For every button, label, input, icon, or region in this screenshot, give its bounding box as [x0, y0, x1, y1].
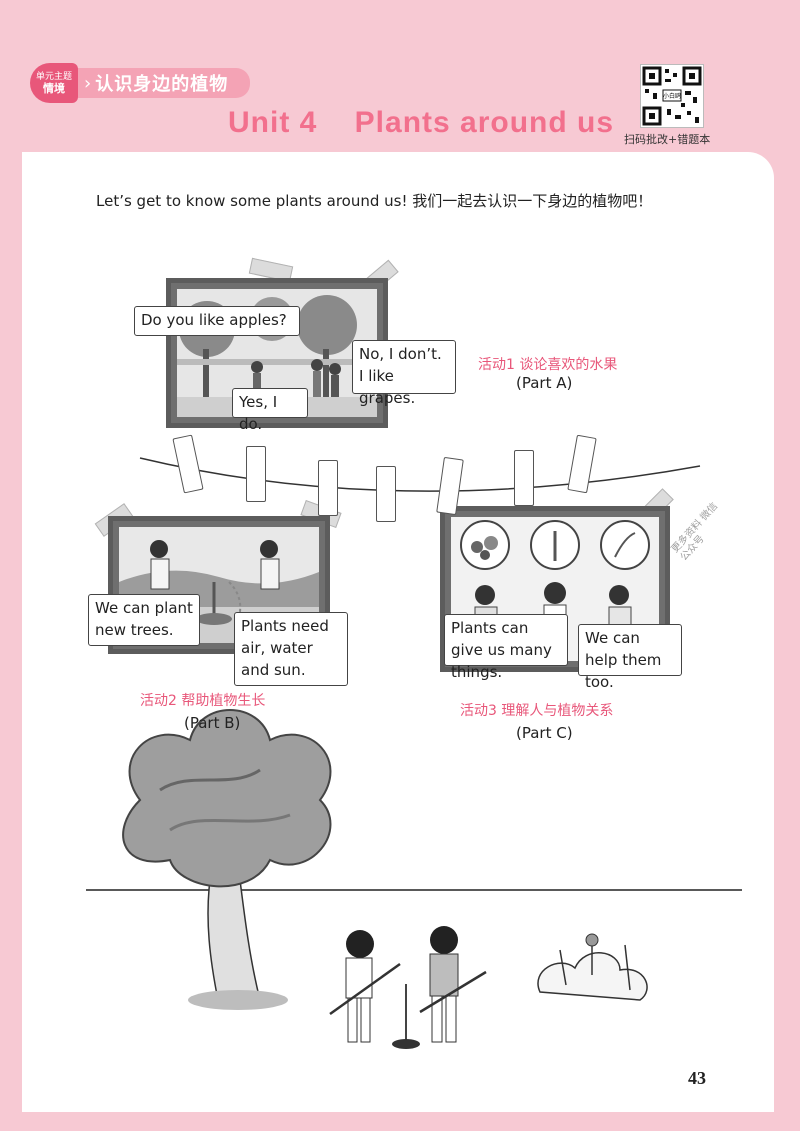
speech-bubble: No, I don’t. I like grapes. — [352, 340, 456, 407]
speech-bubble: Yes, I do. — [232, 388, 308, 433]
activity-3-label: 活动3 理解人与植物关系 — [460, 703, 614, 719]
qr-code[interactable]: 小白鸥 — [640, 64, 704, 128]
chevron-right-icon: › — [84, 72, 92, 94]
activity-2-label: 活动2 帮助植物生长 — [140, 693, 266, 709]
unit-title: Unit 4 Plants around us — [228, 106, 615, 139]
badge-line1: 单元主题 — [35, 72, 72, 82]
speech-bubble: Do you like apples? — [134, 306, 300, 336]
qr-inner-text: 小白鸥 — [663, 92, 681, 100]
theme-banner: › 认识身边的植物 — [78, 68, 250, 98]
page-number: 43 — [688, 1068, 706, 1088]
qr-label: 扫码批改+错题本 — [624, 133, 711, 146]
clothes-peg — [514, 450, 534, 506]
badge-line2: 情境 — [43, 82, 65, 95]
speech-bubble: We can plant new trees. — [88, 594, 200, 646]
clothes-peg — [246, 446, 266, 502]
activity-1-label: 活动1 谈论喜欢的水果 — [478, 357, 618, 373]
clothes-peg — [318, 460, 338, 516]
speech-bubble: We can help them too. — [578, 624, 682, 691]
activity-3-part: (Part C) — [516, 724, 573, 742]
activity-1-part: (Part A) — [516, 374, 573, 392]
unit-theme-badge: 单元主题 情境 — [30, 63, 78, 103]
intro-text: Let’s get to know some plants around us!… — [96, 192, 653, 210]
speech-bubble: Plants need air, water and sun. — [234, 612, 348, 686]
activity-2-part: (Part B) — [184, 714, 241, 732]
theme-title: 认识身边的植物 — [95, 74, 229, 95]
clothes-peg — [376, 466, 396, 522]
qr-code-icon: 小白鸥 — [642, 66, 702, 126]
speech-bubble: Plants can give us many things. — [444, 614, 568, 681]
